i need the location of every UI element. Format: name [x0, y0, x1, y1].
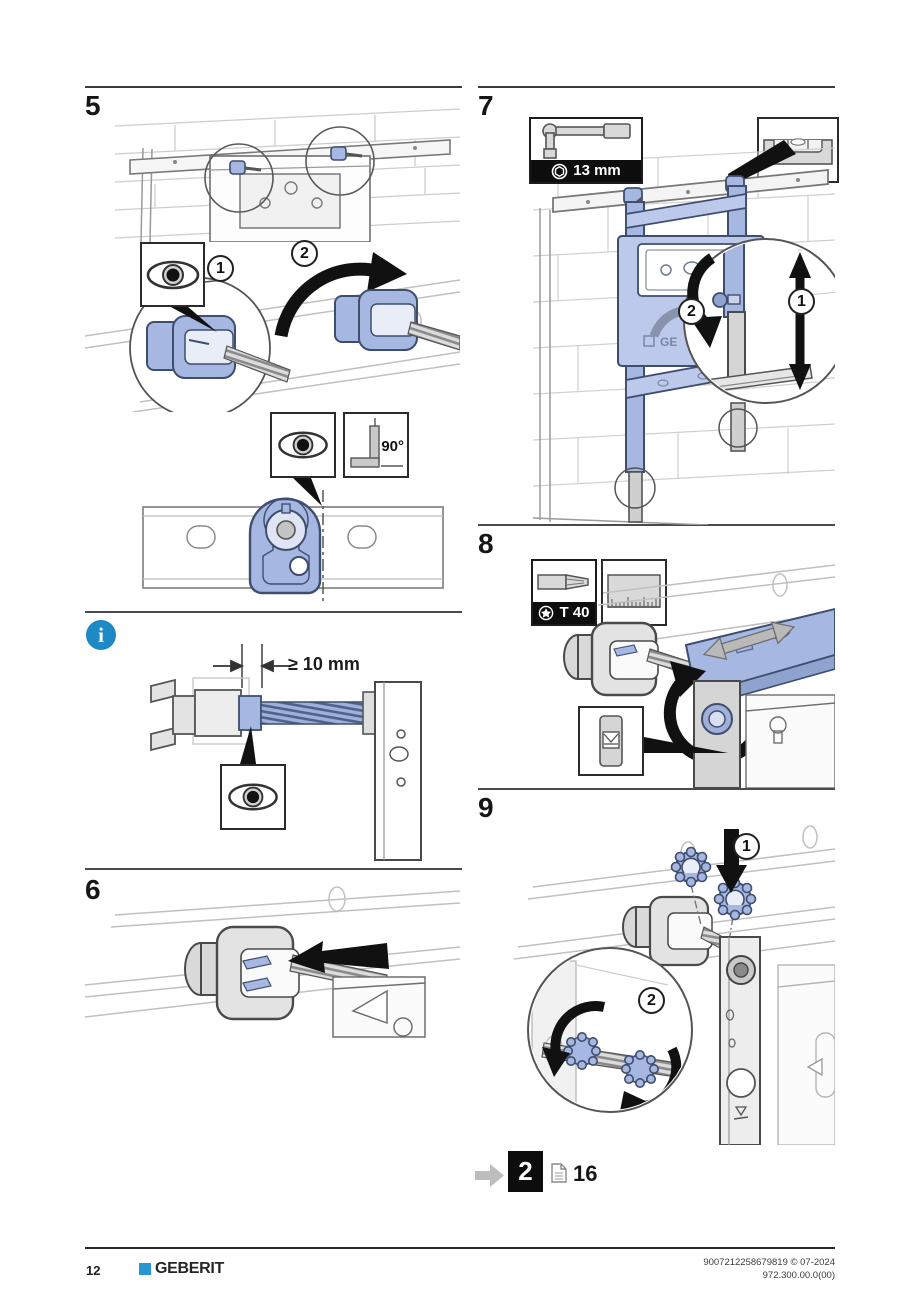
callout-2: 2: [678, 298, 705, 325]
threaded-rod: [260, 701, 366, 725]
cistern-brand-fragment: GE: [660, 335, 677, 349]
callout-1: 1: [207, 255, 234, 282]
rotate-arrow-icon: [550, 1001, 606, 1054]
callout-2: 2: [291, 240, 318, 267]
figure-step5-adjust: 1 2: [85, 240, 460, 412]
tool-size-band: T 40: [533, 602, 595, 624]
eye-icon: [228, 783, 278, 811]
frame-rail: [374, 681, 422, 861]
clip-blue: [242, 977, 272, 992]
dimension-arrows: [213, 644, 291, 688]
document-code-line1: 9007212258679819 © 07-2024: [703, 1257, 835, 1268]
adjust-screw: [712, 292, 728, 308]
tool-torx-box: T 40: [531, 559, 597, 626]
right-divider-1: [478, 524, 835, 526]
torx-star-icon: [539, 605, 554, 621]
foot-tube: [727, 311, 746, 381]
step9-number: 9: [478, 792, 494, 823]
right-divider-2: [478, 788, 835, 790]
step7-number: 7: [478, 90, 494, 121]
tool-size-label: 13 mm: [573, 162, 621, 179]
level-indicator-box: [578, 706, 644, 776]
right-column-top-rule: [478, 86, 835, 88]
rotate-arrow-icon: [274, 262, 383, 338]
level-indicator-icon: [599, 715, 623, 767]
tool-size-band: 13 mm: [531, 160, 641, 182]
callout-1: 1: [788, 288, 815, 315]
detail-circle-right: [305, 126, 375, 196]
wall-anchor: [150, 678, 242, 752]
figure-step9: 1 2: [478, 815, 835, 1145]
next-arrow-icon: [475, 1164, 504, 1187]
step5-number: 5: [85, 90, 101, 121]
torx-bit-icon: [537, 573, 589, 590]
foot-detail-circle: [718, 408, 758, 448]
angle-90-box: 90°: [343, 412, 409, 478]
wall-bracket-blue: [229, 146, 347, 175]
pointer-triangle: [240, 726, 256, 764]
tool-size-label: T 40: [559, 604, 590, 621]
next-page-number: 16: [573, 1161, 598, 1186]
left-column-top-rule: [85, 86, 462, 88]
brand-logo: GEBERIT: [139, 1260, 224, 1278]
figure-step5-align: 90°: [85, 412, 460, 610]
pointer-triangle: [644, 737, 728, 753]
detail-circle-left: [204, 143, 274, 213]
pointer-triangle: [293, 478, 322, 506]
step6-number: 6: [85, 874, 101, 905]
figure-step5-overview: [115, 106, 460, 242]
push-arrow-icon: [288, 941, 389, 973]
footer-rule: [85, 1247, 835, 1249]
step8-number: 8: [478, 528, 494, 559]
dimension-label: ≥ 10 mm: [288, 654, 360, 674]
next-step-badge: 2: [508, 1151, 543, 1192]
hex-socket-icon: [551, 163, 568, 179]
document-page-icon: [551, 1163, 567, 1183]
figure-info-clearance: ≥ 10 mm: [85, 630, 460, 862]
socket-wrench-icon: [542, 122, 631, 159]
foot-detail-circle: [614, 467, 656, 509]
footer-page-number: 12: [86, 1263, 101, 1278]
angle-label: 90°: [381, 438, 404, 455]
eye-box: [140, 242, 205, 307]
slide-double-arrow: [702, 621, 796, 660]
star-nut: [670, 846, 712, 888]
pointer-triangle: [169, 306, 217, 332]
eye-box: [270, 412, 336, 478]
angle-90-icon: [350, 418, 403, 468]
level-mark: [734, 1106, 748, 1117]
brand-logo-square: [139, 1263, 151, 1275]
figure-step8: [478, 545, 835, 788]
document-code-line2: 972.300.00.0(00): [762, 1269, 835, 1281]
document-codes: 9007212258679819 © 07-2024 972.300.00.0(…: [595, 1257, 835, 1283]
eye-icon: [278, 431, 328, 459]
eye-icon: [146, 260, 199, 289]
callout-1: 1: [733, 833, 760, 860]
info-icon: i: [86, 620, 116, 650]
figure-step7: GE: [478, 140, 835, 525]
callout-2: 2: [638, 987, 665, 1014]
brand-logo-text: GEBERIT: [155, 1260, 225, 1277]
tool-socket-wrench-box: 13 mm: [529, 117, 643, 184]
left-divider-1: [85, 611, 462, 613]
fastener-front: [146, 315, 291, 383]
pointer-triangle: [728, 140, 796, 186]
clip-blue: [242, 955, 272, 970]
star-nut: [713, 877, 757, 921]
eye-box: [220, 764, 286, 830]
figure-step6: [85, 885, 460, 1040]
fastener-side: [334, 289, 460, 351]
left-divider-2: [85, 868, 462, 870]
